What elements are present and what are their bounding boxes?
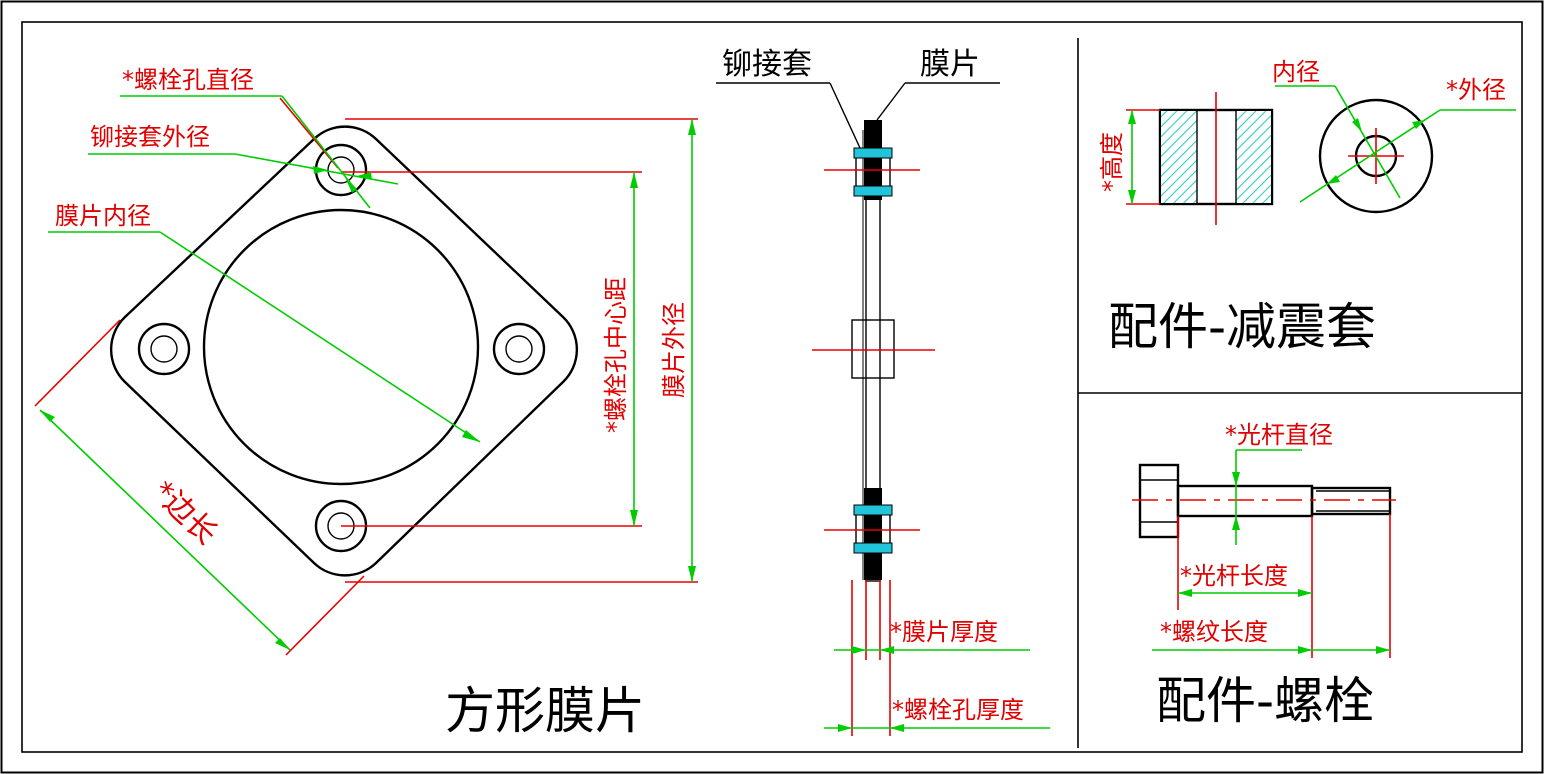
bolt: *光杆直径 *光杆长度 *螺纹长度 配件-螺栓 — [1132, 421, 1396, 730]
title-damper-sleeve: 配件-减震套 — [1108, 298, 1376, 356]
label-membrane-thickness: *膜片厚度 — [890, 618, 998, 646]
damper-sleeve: *高度 内径 *外径 配件-减震套 — [1098, 58, 1516, 356]
label-shank-diameter: *光杆直径 — [1225, 421, 1333, 449]
membrane-inner-circle — [202, 208, 480, 486]
label-membrane-outer-diameter: 膜片外径 — [660, 302, 688, 398]
label-inner-diameter: 内径 — [1272, 58, 1320, 86]
label-outer-diameter: *外径 — [1446, 76, 1506, 104]
label-height: *高度 — [1098, 132, 1126, 192]
label-shank-length: *光杆长度 — [1180, 562, 1288, 590]
inner-border — [21, 21, 1523, 753]
membrane-section-view: 铆接套 膜片 *膜片厚度 *螺栓孔厚度 — [716, 47, 1050, 736]
label-membrane-inner-diameter: 膜片内径 — [55, 202, 151, 230]
label-rivet-sleeve: 铆接套 — [722, 47, 812, 82]
bolt-hole-left — [137, 322, 191, 376]
label-side-length: *边长 — [145, 475, 223, 552]
label-rivet-sleeve-outer-diameter: 铆接套外径 — [90, 123, 210, 151]
label-membrane: 膜片 — [920, 47, 980, 82]
damper-outer-circle — [1318, 98, 1434, 214]
bolt-hole-right — [492, 322, 546, 376]
membrane-outline — [110, 125, 578, 577]
title-square-membrane: 方形膜片 — [445, 682, 645, 740]
label-bolt-hole-thickness: *螺栓孔厚度 — [892, 696, 1024, 724]
label-bolt-hole-center-distance: *螺栓孔中心距 — [602, 277, 630, 433]
label-thread-length: *螺纹长度 — [1160, 618, 1268, 646]
square-membrane: *螺栓孔直径 铆接套外径 膜片内径 *螺栓孔中心距 膜片外径 *边长 方形膜片 — [34, 66, 698, 740]
title-bolt: 配件-螺栓 — [1156, 672, 1374, 730]
label-bolt-hole-diameter: *螺栓孔直径 — [122, 66, 254, 94]
